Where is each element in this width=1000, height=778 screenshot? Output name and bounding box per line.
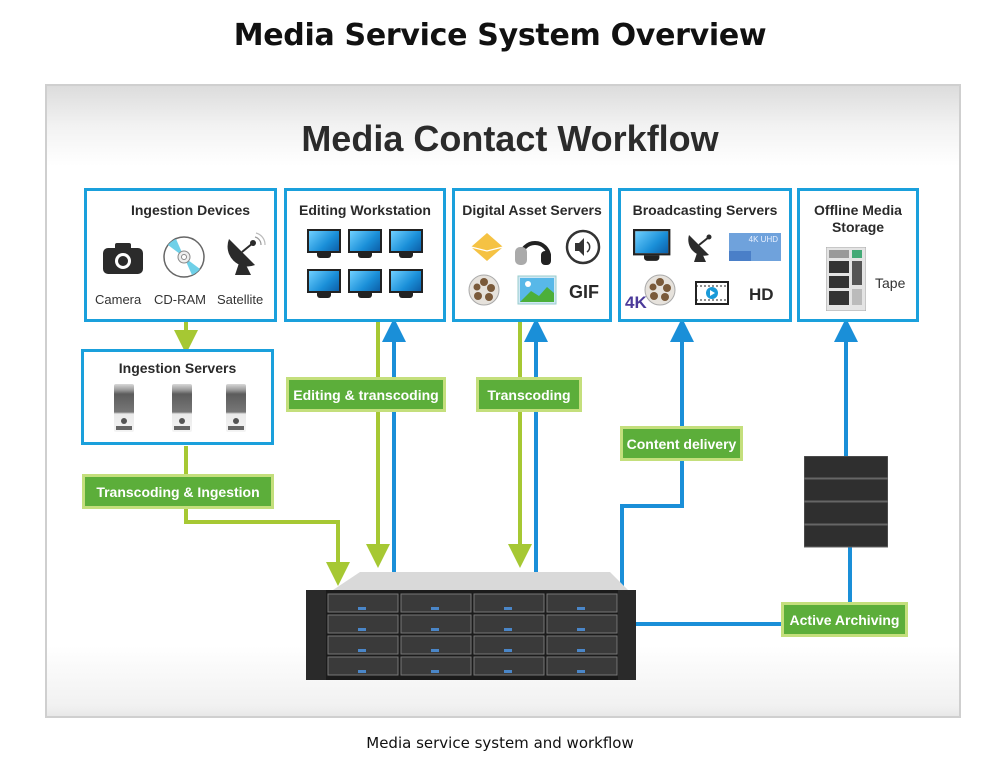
figure-caption: Media service system and workflow: [366, 734, 634, 752]
tag-editing-transcoding: Editing & transcoding: [286, 377, 446, 412]
ingestion-servers-box: Ingestion Servers: [81, 349, 274, 445]
ingestion-servers-title: Ingestion Servers: [118, 360, 237, 376]
4k-badge: 4K: [625, 293, 647, 312]
broadcasting-servers-box: Broadcasting Servers 4K UHD 4K HD: [618, 188, 792, 322]
archive-rack-stack-icon: [804, 456, 888, 548]
digital-asset-servers-title: Digital Asset Servers: [462, 202, 602, 218]
video-play-icon: [695, 281, 729, 305]
tv-icon: [633, 229, 671, 262]
monitor-icon: [307, 229, 341, 259]
tape-library-icon: [826, 247, 866, 311]
satellite-dish-icon: [688, 234, 712, 262]
satellite-dish-icon: [227, 232, 266, 275]
diagram-title: Media Contact Workflow: [301, 118, 719, 159]
offline-media-storage-title-line2: Storage: [831, 219, 885, 235]
line-ingestion-to-storage: [184, 446, 350, 586]
image-icon: [517, 275, 557, 305]
camera-label: Camera: [95, 292, 142, 307]
server-tower-icon: [226, 384, 246, 432]
offline-media-storage-title-line1: Offline Media: [814, 202, 902, 218]
monitor-icon: [348, 269, 382, 299]
ingestion-devices-box: Ingestion Devices Camera CD-RAM Satellit…: [84, 188, 277, 322]
server-tower-icon: [114, 384, 134, 432]
tape-label: Tape: [875, 275, 906, 291]
page-title: Media Service System Overview: [233, 18, 767, 53]
editing-workstation-title: Editing Workstation: [299, 202, 431, 218]
4k-uhd-banner-icon: 4K UHD: [729, 233, 781, 261]
tag-active-archiving: Active Archiving: [781, 602, 908, 637]
server-tower-icon: [172, 384, 192, 432]
4k-uhd-banner-text: 4K UHD: [748, 235, 778, 244]
cd-disc-icon: [163, 236, 205, 278]
tag-content-delivery: Content delivery: [620, 426, 743, 461]
hd-label: HD: [749, 285, 774, 304]
speaker-icon: [565, 229, 601, 265]
monitor-icon: [348, 229, 382, 259]
monitor-icon: [389, 229, 423, 259]
envelope-icon: [470, 233, 504, 261]
ingestion-devices-title: Ingestion Devices: [130, 202, 251, 218]
storage-array-icon: [306, 572, 636, 680]
film-reel-icon: [468, 274, 500, 306]
digital-asset-servers-box: Digital Asset Servers GIF: [452, 188, 612, 322]
headphones-microphone-icon: [515, 241, 551, 265]
broadcasting-servers-title: Broadcasting Servers: [632, 202, 778, 218]
offline-media-storage-box: Offline Media Storage Tape: [797, 188, 919, 322]
gif-label: GIF: [569, 282, 599, 302]
cd-ram-label: CD-RAM: [154, 292, 206, 307]
monitor-icon: [389, 269, 423, 299]
film-reel-icon: [644, 274, 676, 306]
monitor-icon: [307, 269, 341, 299]
line-content-delivery: [620, 318, 694, 590]
tag-transcoding-ingestion: Transcoding & Ingestion: [82, 474, 274, 509]
editing-workstation-box: Editing Workstation: [284, 188, 446, 322]
camera-icon: [103, 243, 143, 274]
tag-transcoding: Transcoding: [476, 377, 582, 412]
satellite-label: Satellite: [217, 292, 264, 307]
